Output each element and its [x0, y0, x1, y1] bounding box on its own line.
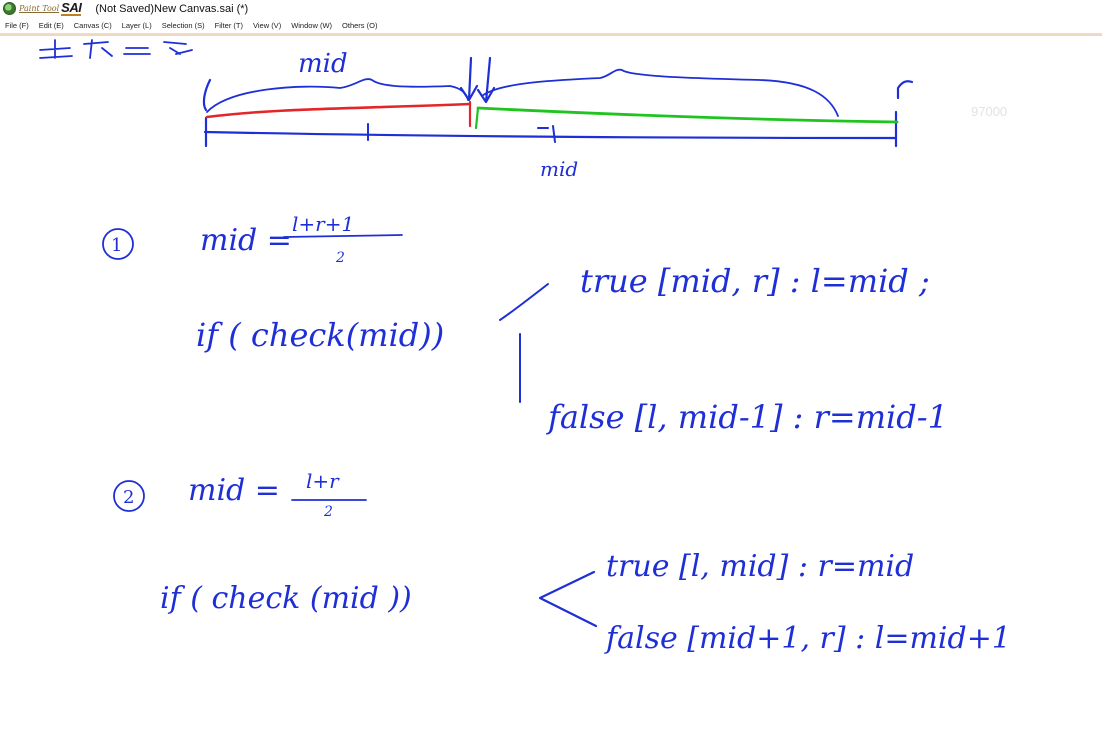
arrow-left: [459, 56, 479, 102]
marker-circle-2: [113, 480, 145, 512]
top-fragment: [39, 39, 193, 59]
canvas-watermark: 97000: [971, 104, 1008, 119]
title-bar: Paint Tool SAI (Not Saved)New Canvas.sai…: [0, 0, 1102, 17]
label-mid-top: mid: [298, 49, 348, 79]
case2-mid-num: l+r: [306, 469, 340, 493]
menu-file[interactable]: File (F): [5, 20, 29, 30]
document-title: (Not Saved)New Canvas.sai (*): [95, 2, 249, 15]
case1-condition: if ( check(mid)): [196, 316, 444, 354]
menu-layer[interactable]: Layer (L): [121, 20, 152, 30]
toolbar-divider: [0, 34, 1102, 36]
green-start-tick: [474, 106, 480, 130]
tick-mid-2: [552, 125, 556, 143]
menu-window[interactable]: Window (W): [291, 20, 333, 30]
menu-others[interactable]: Others (O): [342, 20, 378, 30]
label-r-stroke: [896, 80, 914, 100]
menu-view[interactable]: View (V): [252, 20, 282, 30]
case1-false: false [l, mid-1] : r=mid-1: [546, 398, 948, 436]
case2-false: false [mid+1, r] : l=mid+1: [604, 621, 1011, 656]
app-logo-icon: [3, 2, 16, 15]
case2-true: true [l, mid] : r=mid: [606, 549, 914, 584]
case1-mid-den: 2: [335, 250, 345, 266]
right-brace: [481, 68, 839, 117]
green-segment: [476, 106, 899, 124]
case2-mid-lhs: mid =: [188, 473, 280, 508]
case2-marker-text: 2: [123, 487, 134, 508]
handwriting-layer: mid mid 1 mid = l+r+1 2 if ( check(mid))…: [39, 39, 1011, 656]
menu-edit[interactable]: Edit (E): [38, 20, 64, 30]
label-l-stroke: [202, 78, 212, 112]
red-segment: [205, 102, 472, 119]
case2-mid-den: 2: [323, 504, 333, 520]
arrow-right: [476, 56, 496, 104]
menu-bar: File (F) Edit (E) Canvas (C) Layer (L) S…: [0, 17, 1102, 34]
menu-filter[interactable]: Filter (T): [214, 20, 243, 30]
marker-circle-1: [102, 228, 134, 260]
case1-true: true [mid, r] : l=mid ;: [580, 262, 930, 300]
drawing-canvas[interactable]: 97000: [0, 36, 1102, 731]
left-brace: [206, 78, 469, 113]
number-line: [203, 130, 897, 140]
case2-condition: if ( check (mid )): [160, 581, 412, 616]
fraction-bar-1: [283, 234, 403, 238]
brace-case1-top: [499, 283, 549, 321]
case1-marker-text: 1: [111, 235, 122, 256]
label-mid-under: mid: [540, 157, 578, 181]
case1-mid-lhs: mid =: [200, 223, 292, 258]
brand-small: Paint Tool: [19, 4, 60, 13]
case1-mid-num: l+r+1: [292, 212, 354, 236]
menu-selection[interactable]: Selection (S): [161, 20, 205, 30]
angle-case2: [538, 570, 598, 628]
brand-logo: SAI: [61, 0, 82, 16]
menu-canvas[interactable]: Canvas (C): [73, 20, 112, 30]
